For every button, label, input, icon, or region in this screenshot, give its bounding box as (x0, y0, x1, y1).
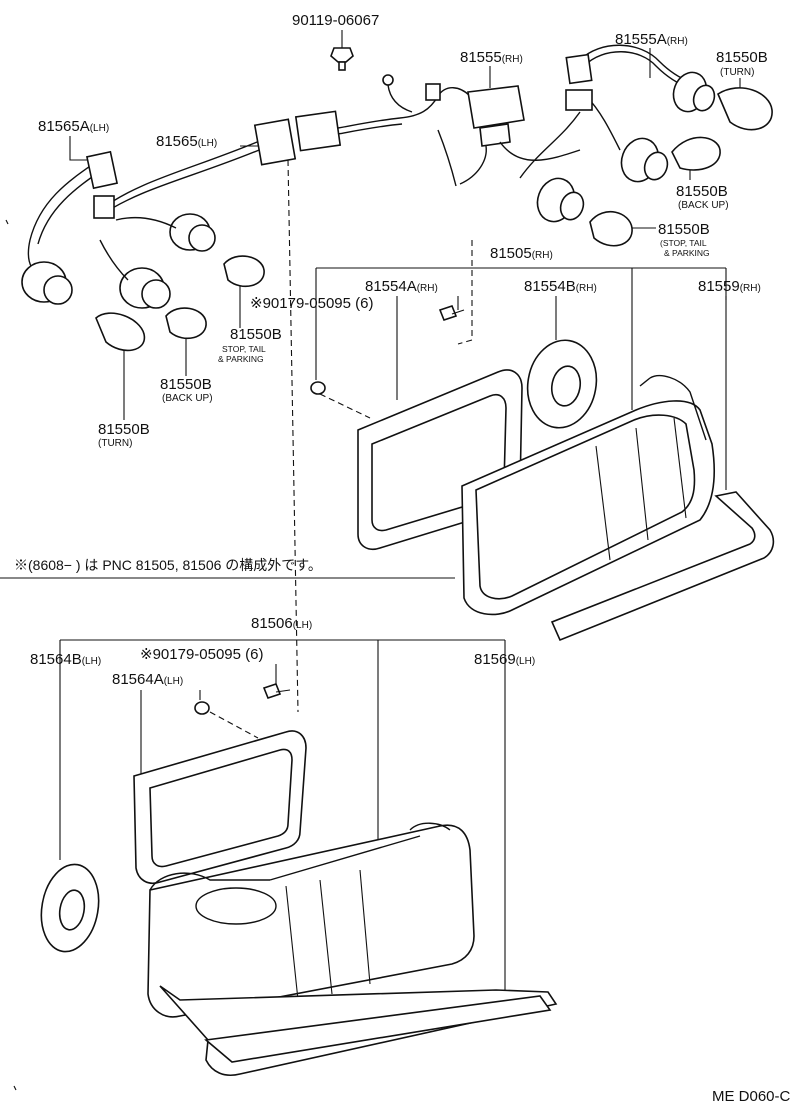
socket-lh-turn (21, 261, 73, 305)
label-diagram-code: ME D060-C (712, 1088, 791, 1105)
label-note: ※(8608− ) は PNC 81505, 81506 の構成外です。 (14, 557, 322, 573)
bulb-lh-turn (95, 312, 146, 352)
bulb-rh-stop (589, 211, 633, 247)
nut-lh (194, 701, 210, 715)
label-81550b-backup-lh: 81550B (160, 376, 212, 393)
labels-group: 90119-06067 81555(RH) 81555A(RH) 81550B … (14, 12, 791, 1105)
label-81565: 81565(LH) (156, 133, 217, 150)
label-81555a: 81555A(RH) (615, 31, 688, 48)
label-90179-rh: ※90179-05095 (6) (250, 295, 374, 312)
harness-81565-wire (99, 139, 263, 211)
label-backup-rh: (BACK UP) (678, 200, 729, 211)
seal-81554b (526, 339, 598, 429)
socket-lh-stop (169, 213, 216, 252)
moulding-81569 (159, 985, 558, 1076)
label-81555: 81555(RH) (460, 49, 523, 66)
label-81559: 81559(RH) (698, 278, 761, 295)
stray-marks (5, 219, 17, 1091)
label-81550b-turn-rh: 81550B (716, 49, 768, 66)
label-turn-rh: (TURN) (720, 67, 754, 78)
lens-81506 (147, 822, 475, 1018)
bulb-rh-turn (716, 87, 773, 131)
connector-81565 (253, 110, 403, 166)
label-81564a: 81564A(LH) (112, 671, 183, 688)
gasket-81564a (133, 730, 307, 884)
label-90119-06067: 90119-06067 (292, 12, 379, 29)
rh-lamp-assembly (357, 339, 775, 642)
bulb-lh-stop (223, 255, 265, 288)
socket-rh-turn (672, 71, 716, 113)
harness-81565a (27, 150, 119, 273)
lens-81505 (461, 374, 715, 616)
moulding-81559 (550, 491, 775, 642)
lh-lamp-assembly (40, 683, 558, 1076)
socket-lh-backup (119, 267, 171, 309)
label-stop-lh-2: & PARKING (218, 354, 264, 364)
label-stop-rh-1: (STOP, TAIL (660, 238, 707, 248)
bulb-lh-backup (165, 307, 207, 340)
label-stop-rh-2: & PARKING (664, 248, 710, 258)
nut-rh (310, 381, 326, 395)
socket-81555 (459, 85, 581, 185)
assembly-dashed-lines (209, 159, 473, 739)
bulb-rh-backup (671, 136, 721, 171)
label-81564b: 81564B(LH) (30, 651, 101, 668)
label-turn-lh: (TURN) (98, 438, 132, 449)
label-81550b-stop-lh: 81550B (230, 326, 282, 343)
label-81505: 81505(RH) (490, 245, 553, 262)
wiring-harness (21, 44, 773, 395)
label-backup-lh: (BACK UP) (162, 393, 213, 404)
label-81554b: 81554B(RH) (524, 278, 597, 295)
label-stop-lh-1: STOP, TAIL (222, 344, 266, 354)
screw-rh (438, 305, 465, 321)
seal-81564b (40, 863, 100, 953)
label-81565a: 81565A(LH) (38, 118, 109, 135)
socket-rh-backup (620, 137, 669, 183)
label-90179-lh: ※90179-05095 (6) (140, 646, 264, 663)
label-81554a: 81554A(RH) (365, 278, 438, 295)
label-81550b-stop-rh: 81550B (658, 221, 710, 238)
label-81550b-backup-rh: 81550B (676, 183, 728, 200)
label-81550b-turn-lh: 81550B (98, 421, 150, 438)
bolt-90119 (330, 47, 354, 71)
screw-lh (262, 683, 291, 699)
socket-rh-stop (536, 177, 585, 223)
label-81506: 81506(LH) (251, 615, 312, 632)
